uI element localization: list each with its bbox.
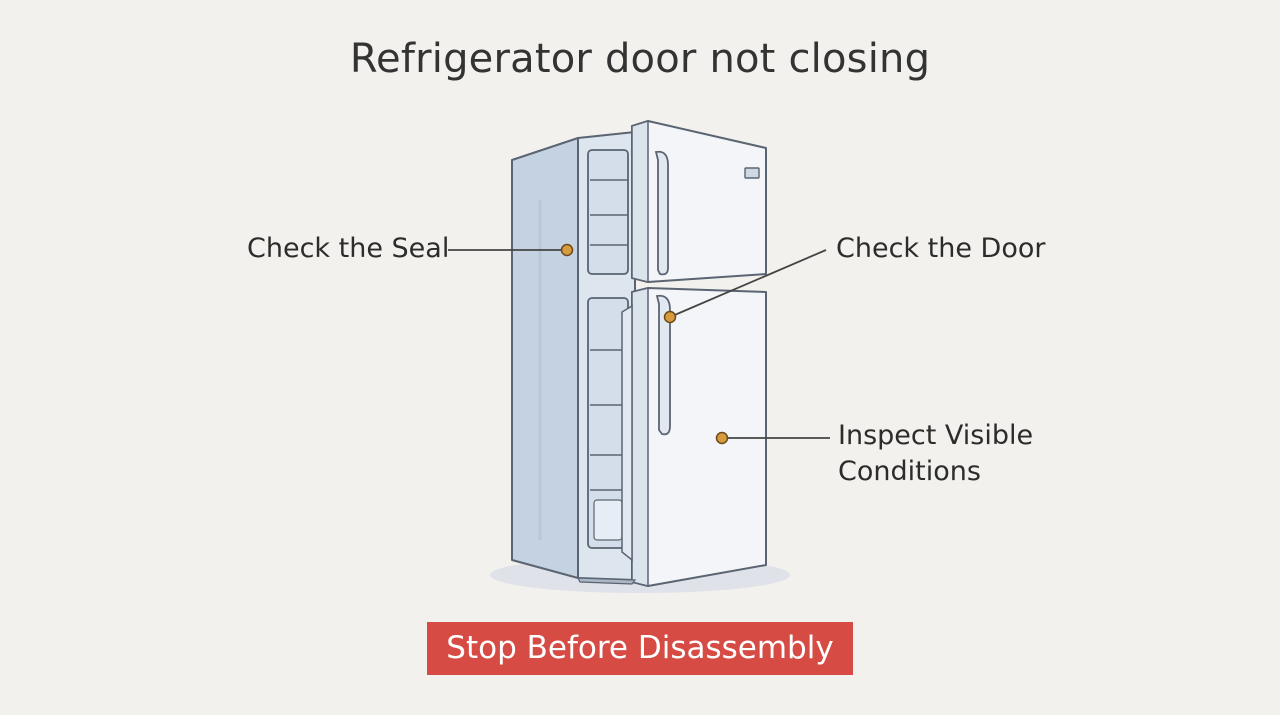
callout-check-door: Check the Door xyxy=(836,233,1046,264)
brand-plate xyxy=(744,167,760,179)
page-title: Refrigerator door not closing xyxy=(349,36,931,82)
fridge-door xyxy=(631,287,767,587)
seal-marker xyxy=(560,243,574,257)
freezer-door xyxy=(631,120,767,283)
callout-inspect-line2: Conditions xyxy=(838,456,981,487)
inspect-marker xyxy=(715,431,729,445)
callout-inspect-line1: Inspect Visible xyxy=(838,420,1034,451)
fridge-side-panel xyxy=(511,137,579,579)
door-leader-line xyxy=(669,249,827,318)
door-marker xyxy=(663,310,677,324)
freezer-interior xyxy=(587,149,629,275)
callout-check-seal: Check the Seal xyxy=(247,233,450,264)
fridge-handle xyxy=(655,294,671,436)
callout-inspect-conditions: Inspect Visible Conditions xyxy=(838,418,1033,490)
freezer-handle xyxy=(654,150,669,276)
stop-banner: Stop Before Disassembly xyxy=(427,622,853,675)
